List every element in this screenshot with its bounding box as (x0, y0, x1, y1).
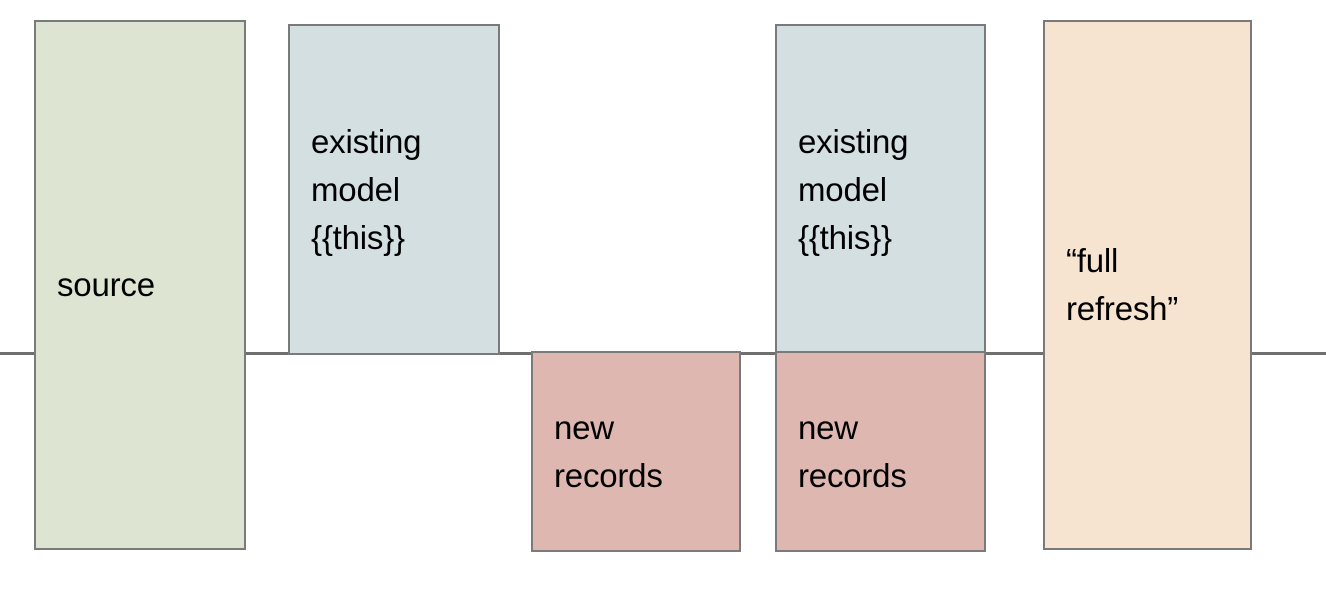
box-source-label: source (57, 266, 155, 303)
box-new-records-1[interactable]: new records (531, 351, 741, 552)
box-new-records-2[interactable]: new records (775, 351, 986, 552)
box-full-refresh-label: “full refresh” (1066, 242, 1179, 327)
box-full-refresh[interactable]: “full refresh” (1043, 20, 1252, 550)
box-existing-model-2[interactable]: existing model {{this}} (775, 24, 986, 355)
box-existing-model-2-label: existing model {{this}} (798, 122, 909, 256)
box-existing-model-1[interactable]: existing model {{this}} (288, 24, 500, 355)
box-source[interactable]: source (34, 20, 246, 550)
box-new-records-1-label: new records (554, 408, 663, 494)
box-new-records-2-label: new records (798, 408, 907, 494)
box-existing-model-1-label: existing model {{this}} (311, 122, 422, 256)
